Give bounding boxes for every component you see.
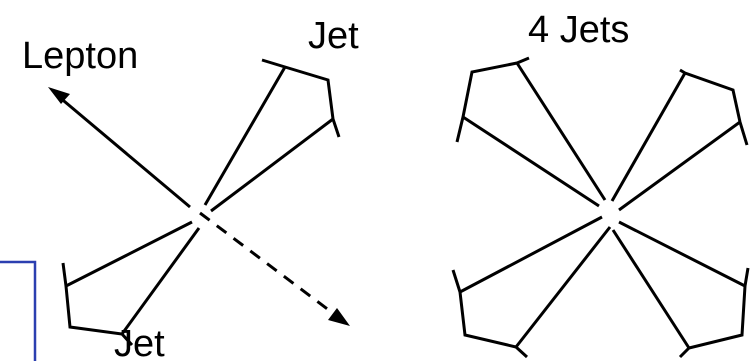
missing-energy-arrow [199,211,350,326]
jet-cone-lower-right [611,220,750,359]
jet-cone-lower-left [451,215,612,359]
frame-corner [0,260,37,361]
jet-cone-top [203,58,341,213]
jet-cone-upper-right [610,68,749,212]
jet-top-label: Jet [308,15,359,57]
jet-cone-upper-left [455,56,607,208]
lepton-arrow [48,87,191,209]
jet-cone-bottom [61,220,201,347]
four-jets-title: 4 Jets [528,9,629,51]
lepton-plus-jets-event: Lepton Jet Jet [22,15,359,361]
four-jets-event: 4 Jets [451,9,750,359]
lepton-label: Lepton [22,35,138,77]
jet-bottom-label: Jet [114,323,165,361]
